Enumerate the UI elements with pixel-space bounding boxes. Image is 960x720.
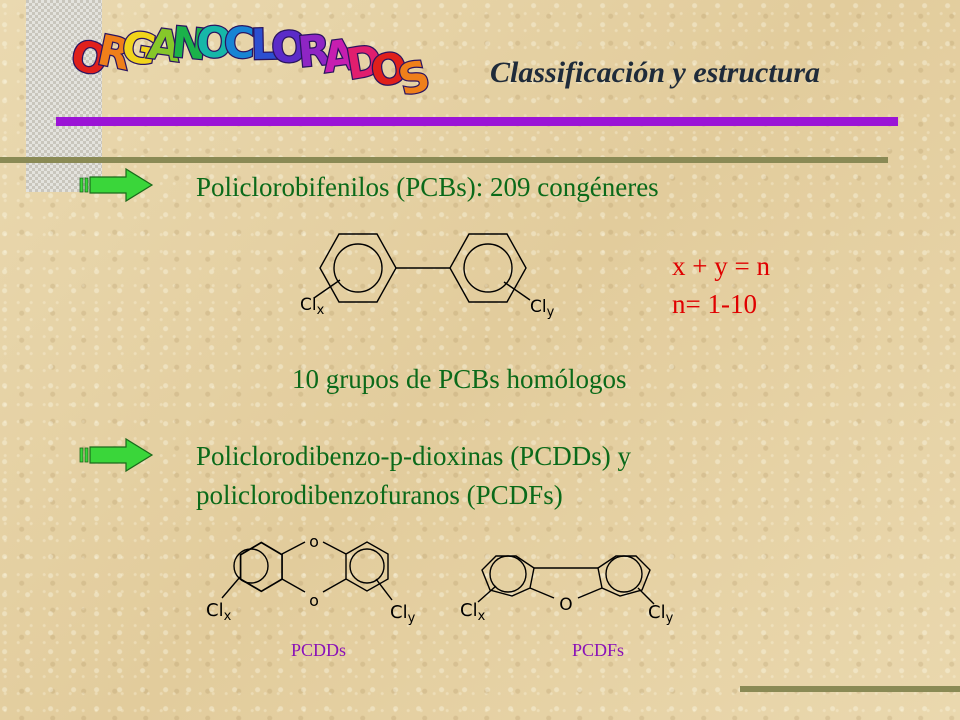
title-letter: O xyxy=(195,20,233,68)
pcdf-label: PCDFs xyxy=(572,640,625,660)
pcdf-structure-diagram: O Clx Cly xyxy=(460,555,674,626)
equation-sum: x + y = n xyxy=(672,251,770,281)
pcb-right-subscript: y xyxy=(547,305,555,320)
pcb-left-cl: Cl xyxy=(300,295,317,315)
title-letter: R xyxy=(296,25,333,77)
title-letter: O xyxy=(270,22,308,73)
pcdd-label: PCDDs xyxy=(291,640,347,660)
pcdd-pcdf-heading-line2: policlorodibenzofuranos (PCDFs) xyxy=(196,480,563,510)
pcb-homologue-note: 10 grupos de PCBs homólogos xyxy=(292,364,627,394)
pcdd-oxygen-top: o xyxy=(309,532,319,551)
pcdd-right-subscript: y xyxy=(408,611,416,626)
pcdd-left-cl: Cl xyxy=(206,600,224,621)
svg-text:Clx: Clx xyxy=(300,295,325,318)
pcdf-right-cl: Cl xyxy=(648,602,666,623)
header-divider-bar xyxy=(0,157,888,163)
pcdf-right-subscript: y xyxy=(666,611,674,626)
svg-text:Cly: Cly xyxy=(390,602,416,626)
pcdd-right-cl: Cl xyxy=(390,602,408,623)
pcb-structure-diagram: Clx Cly xyxy=(300,233,555,320)
pcdd-pcdf-heading-line1: Policlorodibenzo-p-dioxinas (PCDDs) y xyxy=(196,441,631,471)
green-arrow-icon xyxy=(79,167,154,203)
equation-range: n= 1-10 xyxy=(672,289,757,319)
pcdf-left-cl: Cl xyxy=(460,600,478,621)
pcdf-left-subscript: x xyxy=(478,609,486,624)
pcdf-oxygen: O xyxy=(559,595,572,615)
pcdd-structure-diagram: o o Clx Cly xyxy=(206,532,416,626)
pcb-left-subscript: x xyxy=(317,303,325,318)
title-letter: N xyxy=(170,20,210,69)
green-arrow-icon xyxy=(79,437,154,473)
pcb-heading: Policlorobifenilos (PCBs): 209 congénere… xyxy=(196,172,659,202)
pcdd-oxygen-bottom: o xyxy=(309,591,319,610)
slide-subtitle: Classificación y estructura xyxy=(490,56,821,89)
title-letter: S xyxy=(393,50,434,105)
title-letter: C xyxy=(223,20,255,68)
svg-text:Cly: Cly xyxy=(648,602,674,626)
svg-text:Clx: Clx xyxy=(206,600,232,624)
svg-text:Cly: Cly xyxy=(530,297,555,320)
title-underline-bar xyxy=(56,117,898,126)
title-letter: L xyxy=(250,20,278,69)
svg-text:Clx: Clx xyxy=(460,600,486,624)
pcb-right-cl: Cl xyxy=(530,297,547,317)
title-letter: D xyxy=(343,35,386,89)
footer-divider-bar xyxy=(740,686,960,692)
pcdd-left-subscript: x xyxy=(224,609,232,624)
